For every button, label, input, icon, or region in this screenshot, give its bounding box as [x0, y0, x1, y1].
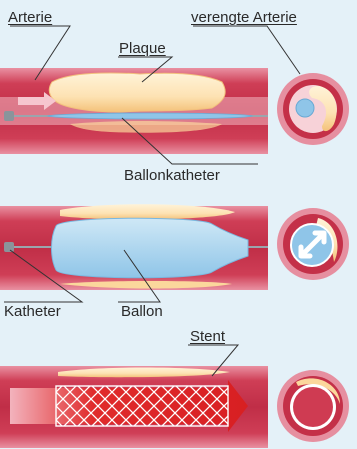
balloon-inflated [52, 218, 249, 278]
cross-section-stented [277, 370, 349, 442]
plaque-deposit [49, 73, 225, 112]
stent-mesh [56, 386, 228, 426]
panel-narrowed-artery [0, 68, 349, 154]
label-ballon: Ballon [121, 303, 163, 320]
cross-section-dilated [277, 208, 349, 280]
panel-balloon-inflated [0, 204, 349, 290]
label-stent: Stent [190, 328, 225, 345]
label-ballonkatheter: Ballonkatheter [124, 167, 220, 184]
cross-section-narrowed [277, 73, 349, 145]
label-katheter: Katheter [4, 303, 61, 320]
label-verengte-arterie: verengte Arterie [191, 9, 297, 26]
catheter-tip [4, 111, 14, 121]
label-plaque: Plaque [119, 40, 166, 57]
catheter-tip [4, 242, 14, 252]
panel-stent-placed [0, 366, 349, 448]
label-arterie: Arterie [8, 9, 52, 26]
